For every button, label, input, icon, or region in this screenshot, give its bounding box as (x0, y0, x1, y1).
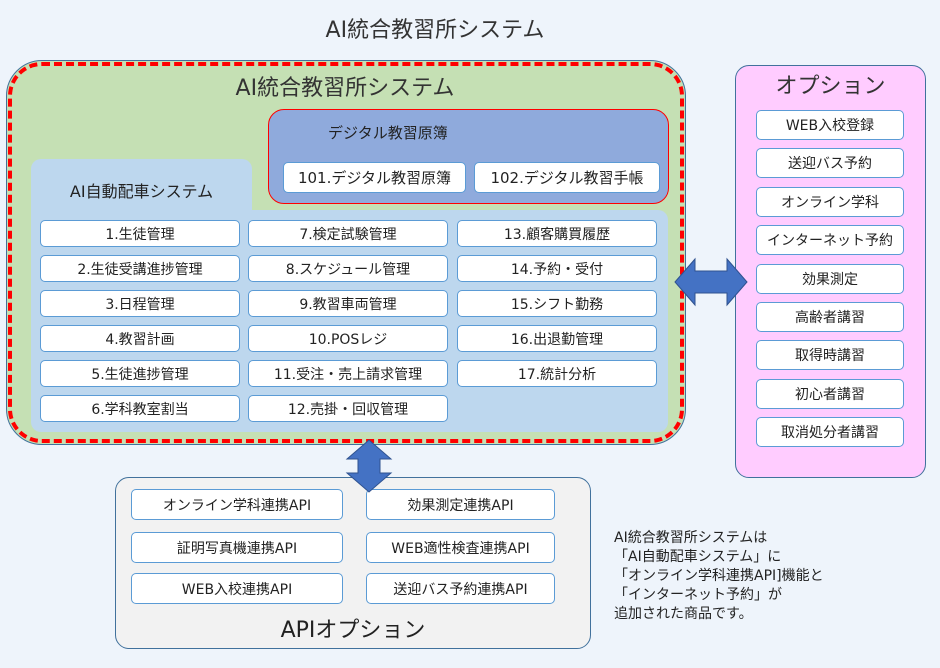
ai-module-item[interactable]: 10.POSレジ (248, 325, 448, 352)
option-item[interactable]: 送迎バス予約 (756, 148, 904, 179)
option-item[interactable]: WEB入校登録 (756, 110, 904, 140)
option-item[interactable]: 取得時講習 (756, 340, 904, 371)
options-title: オプション (775, 74, 886, 99)
ai-module-item[interactable]: 13.顧客購買履歴 (457, 220, 657, 247)
bidirectional-horizontal-arrow-icon (674, 257, 748, 307)
ai-module-item[interactable]: 7.検定試験管理 (248, 220, 448, 247)
module-digital-register[interactable]: 101.デジタル教習原簿 (283, 162, 466, 193)
ai-module-item[interactable]: 11.受注・売上請求管理 (248, 360, 448, 387)
description-note: AI統合教習所システムは 「AI自動配車システム」に 「オンライン学科連携API… (614, 529, 824, 624)
ai-module-item[interactable]: 4.教習計画 (40, 325, 240, 352)
digital-register-title: デジタル教習原簿 (328, 124, 448, 142)
note-line: AI統合教習所システムは (614, 530, 768, 546)
note-line: 「インターネット予約」が (614, 587, 782, 603)
ai-module-item[interactable]: 17.統計分析 (457, 360, 657, 387)
ai-module-item[interactable]: 15.シフト勤務 (457, 290, 657, 317)
api-option-item[interactable]: オンライン学科連携API (131, 489, 343, 520)
note-line: 追加された商品です。 (614, 606, 753, 622)
note-line: 「AI自動配車システム」に (614, 549, 782, 565)
api-option-item[interactable]: WEB入校連携API (131, 573, 343, 604)
option-item[interactable]: 高齢者講習 (756, 302, 904, 332)
option-item[interactable]: 初心者講習 (756, 378, 904, 409)
ai-module-item[interactable]: 6.学科教室割当 (40, 395, 240, 422)
page-title: AI統合教習所システム (325, 18, 545, 43)
api-option-item[interactable]: 効果測定連携API (366, 489, 555, 520)
option-item[interactable]: 取消処分者講習 (756, 417, 904, 448)
api-options-title: APIオプション (280, 618, 426, 643)
api-option-item[interactable]: WEB適性検査連携API (366, 532, 555, 563)
ai-module-item[interactable]: 8.スケジュール管理 (248, 255, 448, 282)
note-line: 「オンライン学科連携API]機能と (614, 568, 824, 584)
ai-module-item[interactable]: 16.出退勤管理 (457, 325, 657, 352)
ai-module-item[interactable]: 2.生徒受講進捗管理 (40, 255, 240, 282)
main-system-title: AI統合教習所システム (235, 76, 455, 101)
api-option-item[interactable]: 証明写真機連携API (131, 532, 343, 563)
ai-module-item[interactable]: 5.生徒進捗管理 (40, 360, 240, 387)
ai-module-item[interactable]: 14.予約・受付 (457, 255, 657, 282)
ai-module-item[interactable]: 12.売掛・回収管理 (248, 395, 448, 422)
module-digital-notebook[interactable]: 102.デジタル教習手帳 (474, 162, 660, 193)
ai-module-item[interactable]: 9.教習車両管理 (248, 290, 448, 317)
ai-module-item[interactable]: 1.生徒管理 (40, 220, 240, 247)
option-item[interactable]: インターネット予約 (756, 225, 904, 256)
option-item[interactable]: オンライン学科 (756, 186, 904, 217)
option-item[interactable]: 効果測定 (756, 263, 904, 294)
api-option-item[interactable]: 送迎バス予約連携API (366, 573, 555, 604)
ai-module-item[interactable]: 3.日程管理 (40, 290, 240, 317)
ai-dispatch-title: AI自動配車システム (69, 182, 214, 201)
bidirectional-vertical-arrow-icon (345, 439, 393, 493)
